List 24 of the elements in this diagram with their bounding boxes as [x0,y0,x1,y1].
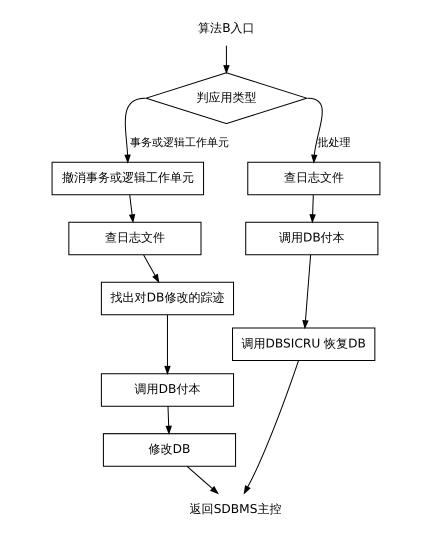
arrow [164,315,170,376]
node-box: 修改DB [102,433,236,467]
arrow [243,360,298,495]
arrow [186,466,218,494]
arrow [142,254,159,284]
arrow [164,406,172,435]
node-text: 返回SDBMS主控 [189,502,281,516]
arrow [128,194,135,224]
arrow [308,195,316,224]
node-box: 找出对DB修改的踪迹 [100,282,234,316]
node-box: 撤消事务或逻辑工作单元 [51,162,204,196]
arrow [222,46,230,74]
edge-label: 批处理 [317,136,350,149]
arrow [302,254,311,330]
node-box: 调用DBSICRU 恢复DB [232,327,375,361]
node-box: 调用DB付本 [100,373,234,407]
node-box: 调用DB付本 [244,222,378,256]
node-box: 查日志文件 [246,162,380,196]
arrow [124,98,145,164]
edge-label: 事务或逻辑工作单元 [130,136,229,149]
arrow [307,98,322,164]
node-text: 算法B入口 [198,21,254,36]
node-box: 查日志文件 [68,222,202,256]
node-diamond: 判应用类型 [144,72,308,124]
